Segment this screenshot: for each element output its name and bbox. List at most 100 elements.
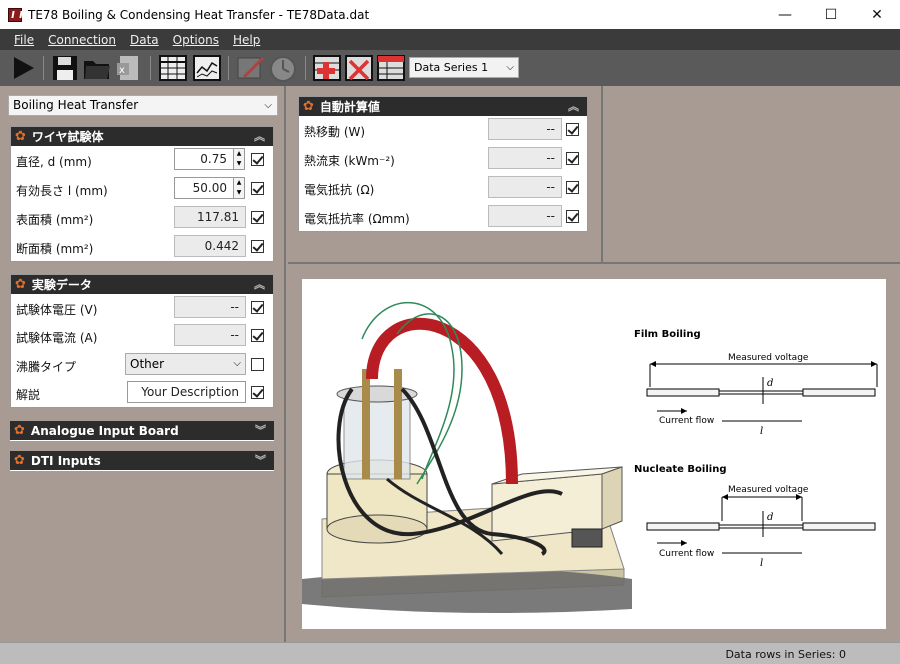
- collapse-icon[interactable]: ︽: [254, 130, 265, 143]
- wire-specimen-group: ✿ ワイヤ試験体 ︽ 直径, d (mm) 0.75 ▲▼ 有効長さ l (mm…: [10, 126, 274, 262]
- surface-area-row: 表面積 (mm²) 117.81: [11, 205, 273, 231]
- collapse-icon[interactable]: ︽: [254, 278, 265, 291]
- menu-bar: File Connection Data Options Help: [0, 29, 900, 50]
- film-measured-voltage-label: Measured voltage: [728, 353, 809, 363]
- expand-icon[interactable]: ︾: [255, 424, 266, 437]
- description-label: 解説: [16, 388, 41, 402]
- group-header[interactable]: ✿ Analogue Input Board ︾: [10, 421, 274, 440]
- gear-icon: ✿: [15, 277, 26, 292]
- window-controls: — ☐ ✕: [762, 0, 900, 29]
- length-stepper[interactable]: ▲▼: [233, 177, 245, 199]
- experiment-data-group: ✿ 実験データ ︽ 試験体電圧 (V) -- 試験体電流 (A) -- 沸騰タイ…: [10, 274, 274, 408]
- surface-area-label: 表面積 (mm²): [16, 213, 94, 227]
- diameter-stepper[interactable]: ▲▼: [233, 148, 245, 170]
- timer-disabled-icon[interactable]: [268, 53, 298, 83]
- window-title: TE78 Boiling & Condensing Heat Transfer …: [28, 7, 370, 22]
- maximize-button[interactable]: ☐: [824, 6, 838, 23]
- description-checkbox[interactable]: [251, 386, 264, 399]
- diameter-checkbox[interactable]: [251, 153, 264, 166]
- gear-icon: ✿: [303, 99, 314, 114]
- table-settings-icon[interactable]: [376, 53, 406, 83]
- voltage-row: 試験体電圧 (V) --: [11, 295, 273, 321]
- group-title: Analogue Input Board: [30, 423, 179, 438]
- group-title: ワイヤ試験体: [31, 130, 104, 144]
- nucleate-l-label: l: [760, 558, 763, 569]
- collapse-icon[interactable]: ︽: [568, 100, 579, 113]
- heat-flux-checkbox[interactable]: [566, 152, 579, 165]
- nucleate-current-flow-label: Current flow: [659, 549, 714, 559]
- resistance-label: 電気抵抗 (Ω): [304, 183, 375, 197]
- title-bar: TE78 Boiling & Condensing Heat Transfer …: [0, 0, 900, 29]
- heat-flux-label: 熱流束 (kWm⁻²): [304, 154, 395, 168]
- resistivity-label: 電気抵抗率 (Ωmm): [304, 212, 410, 226]
- close-button[interactable]: ✕: [871, 6, 883, 23]
- apparatus-diagram: Film Boiling Measured voltage d Current …: [302, 302, 878, 613]
- diameter-row: 直径, d (mm) 0.75 ▲▼: [11, 147, 273, 173]
- voltage-checkbox[interactable]: [251, 301, 264, 314]
- cross-section-checkbox[interactable]: [251, 240, 264, 253]
- film-boiling-title: Film Boiling: [634, 329, 701, 340]
- boiling-type-checkbox[interactable]: [251, 358, 264, 371]
- chart-view-icon[interactable]: [192, 53, 222, 83]
- expand-icon[interactable]: ︾: [255, 454, 266, 467]
- length-label: 有効長さ l (mm): [16, 184, 108, 198]
- toolbar: x: [0, 50, 900, 86]
- calculation-type-select[interactable]: Boiling Heat Transfer ⌵: [8, 95, 278, 116]
- status-bar: Data rows in Series: 0: [0, 642, 900, 664]
- length-checkbox[interactable]: [251, 182, 264, 195]
- data-series-value: Data Series 1: [414, 61, 489, 74]
- length-input[interactable]: 50.00: [174, 177, 234, 199]
- group-header[interactable]: ✿ DTI Inputs ︾: [10, 451, 274, 470]
- resistivity-checkbox[interactable]: [566, 210, 579, 223]
- chevron-down-icon: ⌵: [506, 62, 514, 73]
- cross-section-label: 断面積 (mm²): [16, 242, 94, 256]
- edit-disabled-icon[interactable]: [236, 53, 266, 83]
- group-header[interactable]: ✿ ワイヤ試験体 ︽: [11, 127, 273, 146]
- resistance-row: 電気抵抗 (Ω) --: [299, 175, 587, 201]
- group-title: 自動計算値: [319, 100, 380, 114]
- gear-icon: ✿: [15, 129, 26, 144]
- boiling-type-label: 沸騰タイプ: [16, 360, 77, 374]
- dti-inputs-group: ✿ DTI Inputs ︾: [10, 451, 274, 471]
- menu-data[interactable]: Data: [130, 32, 159, 47]
- cross-section-row: 断面積 (mm²) 0.442: [11, 234, 273, 260]
- svg-text:x: x: [119, 65, 125, 76]
- menu-file[interactable]: File: [14, 32, 35, 47]
- toolbar-separator: [228, 56, 229, 80]
- menu-connection[interactable]: Connection: [48, 32, 116, 47]
- heat-transfer-checkbox[interactable]: [566, 123, 579, 136]
- left-panel: Boiling Heat Transfer ⌵ ✿ ワイヤ試験体 ︽ 直径, d…: [0, 86, 286, 642]
- boiling-type-select[interactable]: Other ⌵: [125, 353, 246, 375]
- save-icon[interactable]: [50, 53, 80, 83]
- resistance-checkbox[interactable]: [566, 181, 579, 194]
- data-series-select[interactable]: Data Series 1 ⌵: [409, 57, 519, 78]
- group-header[interactable]: ✿ 自動計算値 ︽: [299, 97, 587, 116]
- calculation-type-value: Boiling Heat Transfer: [13, 98, 139, 112]
- delete-row-icon[interactable]: [344, 53, 374, 83]
- menu-help[interactable]: Help: [232, 32, 261, 47]
- chevron-down-icon: ⌵: [264, 100, 272, 111]
- surface-area-checkbox[interactable]: [251, 211, 264, 224]
- export-excel-icon[interactable]: x: [114, 53, 144, 83]
- toolbar-separator: [150, 56, 151, 80]
- minimize-button[interactable]: —: [778, 6, 792, 23]
- diameter-input[interactable]: 0.75: [174, 148, 234, 170]
- menu-options[interactable]: Options: [172, 32, 219, 47]
- group-header[interactable]: ✿ 実験データ ︽: [11, 275, 273, 294]
- gear-icon: ✿: [14, 453, 25, 468]
- length-row: 有効長さ l (mm) 50.00 ▲▼: [11, 176, 273, 202]
- current-checkbox[interactable]: [251, 329, 264, 342]
- description-input[interactable]: Your Description: [127, 381, 246, 403]
- table-view-icon[interactable]: [158, 53, 188, 83]
- group-title: 実験データ: [31, 278, 92, 292]
- nucleate-d-label: d: [767, 512, 773, 523]
- heat-transfer-row: 熱移動 (W) --: [299, 117, 587, 143]
- chevron-down-icon: ⌵: [233, 358, 241, 369]
- open-folder-icon[interactable]: [82, 53, 112, 83]
- add-row-icon[interactable]: [312, 53, 342, 83]
- current-row: 試験体電流 (A) --: [11, 323, 273, 349]
- play-icon[interactable]: [8, 53, 38, 83]
- cross-section-value: 0.442: [174, 235, 246, 257]
- apparatus-diagram-panel: Film Boiling Measured voltage d Current …: [302, 279, 886, 629]
- group-title: DTI Inputs: [30, 453, 101, 468]
